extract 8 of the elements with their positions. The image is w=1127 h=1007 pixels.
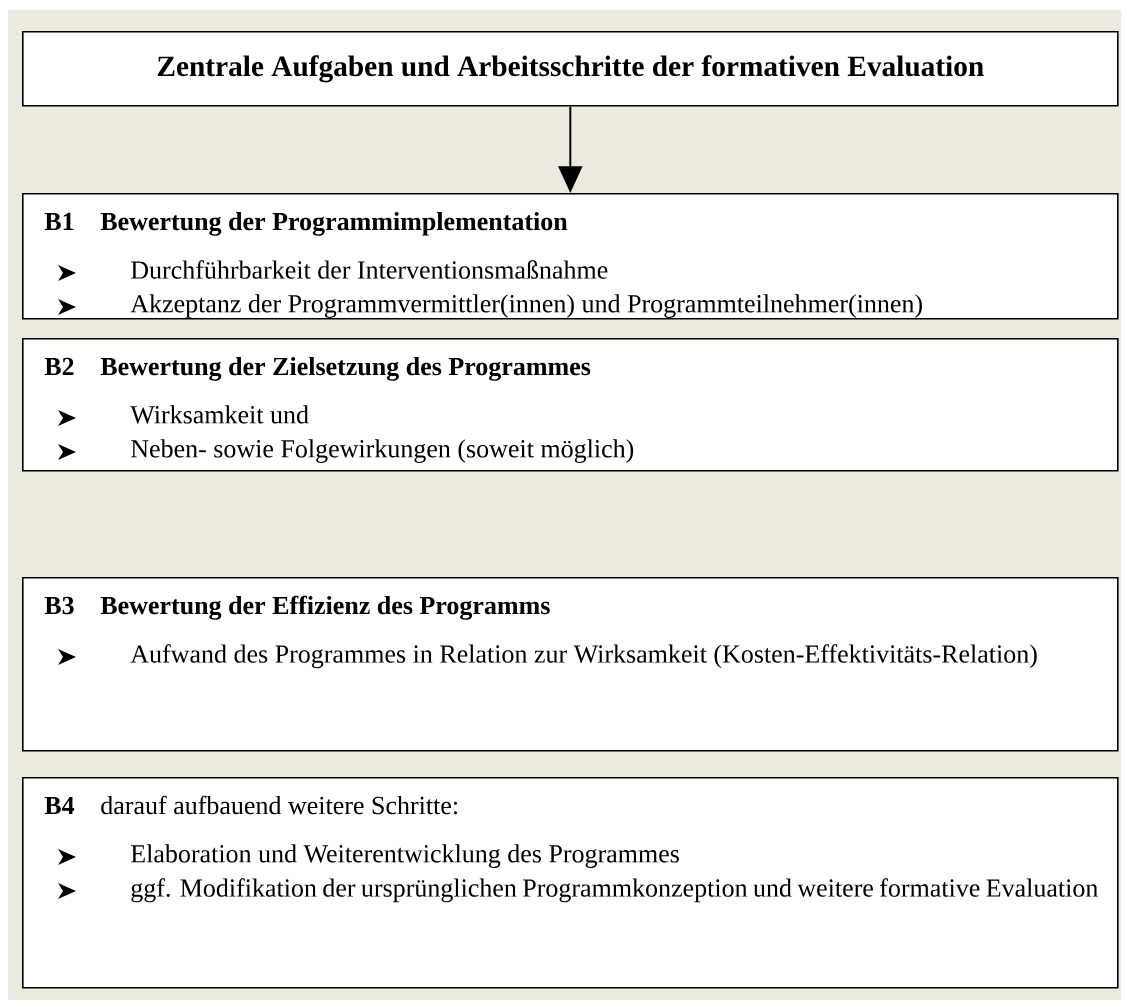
bullet-text: Akzeptanz der Programmvermittler(innen) und Programmteilnehmer(innen) (130, 294, 922, 318)
bullet-text: Durchführbarkeit der Interventionsmaßnahme (131, 260, 608, 279)
bullet-text: Aufwand des Programmes in Relation zur Wirksamkeit (Kosten-Effektivitäts-Relation) (130, 644, 1037, 669)
title-box: Zentrale Aufgaben und Arbeitsschritte der formativen Evaluation (22, 31, 1119, 107)
bullet-text: ggf. Modifikation der ursprünglichen Programmkonzeption und weitere formative Evaluation (131, 878, 1098, 903)
bullet-text: Elaboration und Weiterentwicklung des Programmes (131, 844, 679, 868)
bullet-text: Neben- sowie Folgewirkungen (soweit möglich) (131, 439, 634, 463)
bullet-text: Wirksamkeit und (130, 405, 309, 424)
